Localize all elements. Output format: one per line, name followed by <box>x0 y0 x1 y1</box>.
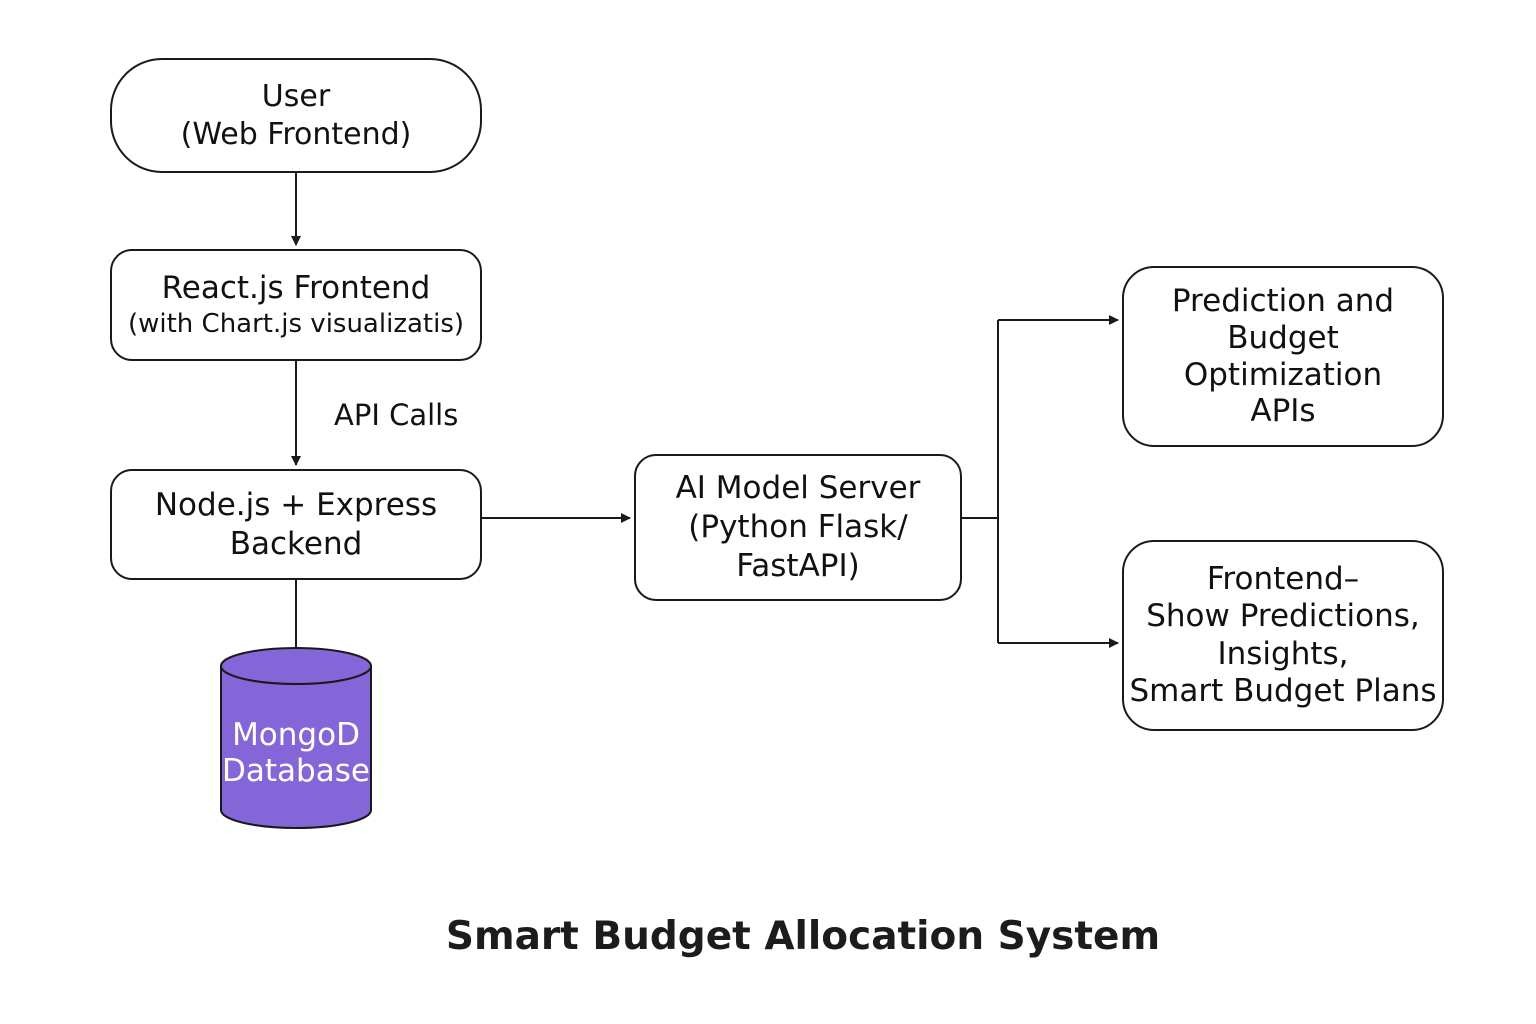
prediction-node-line-3: Optimization <box>1183 356 1383 393</box>
react-node-line-1: React.js Frontend <box>161 270 431 307</box>
user-node-line-1: User <box>261 79 331 114</box>
ai-node-line-1: AI Model Server <box>675 470 921 507</box>
backend-node-line-1: Node.js + Express <box>154 486 438 523</box>
backend-node-line-2: Backend <box>229 525 363 562</box>
ai-node-line-3: FastAPI) <box>736 547 860 584</box>
frontend-output-node: Frontend– Show Predictions, Insights, Sm… <box>1122 540 1444 731</box>
diagram-title: Smart Budget Allocation System <box>445 914 1161 959</box>
ai-node-line-2: (Python Flask/ <box>688 509 908 546</box>
database-line-2: Database <box>222 752 370 789</box>
react-frontend-node: React.js Frontend (with Chart.js visuali… <box>110 249 482 361</box>
react-node-line-2: (with Chart.js visualizatis) <box>127 309 465 340</box>
database-cylinder-icon <box>220 647 372 829</box>
user-node-line-2: (Web Frontend) <box>180 116 412 152</box>
frontend-output-line-4: Smart Budget Plans <box>1129 672 1437 709</box>
frontend-output-line-2: Show Predictions, <box>1146 598 1420 635</box>
prediction-apis-node: Prediction and Budget Optimization APIs <box>1122 266 1444 447</box>
frontend-output-line-1: Frontend– <box>1206 561 1360 598</box>
database-label: MongoD Database <box>221 717 371 789</box>
user-web-frontend-node: User (Web Frontend) <box>110 58 482 173</box>
database-line-1: MongoD <box>232 717 360 753</box>
ai-model-server-node: AI Model Server (Python Flask/ FastAPI) <box>634 454 962 601</box>
node-express-backend-node: Node.js + Express Backend <box>110 469 482 580</box>
frontend-output-line-3: Insights, <box>1217 635 1349 672</box>
api-calls-label: API Calls <box>334 398 459 432</box>
prediction-node-line-2: Budget <box>1227 319 1339 356</box>
prediction-node-line-1: Prediction and <box>1171 283 1395 320</box>
prediction-node-line-4: APIs <box>1250 393 1316 430</box>
